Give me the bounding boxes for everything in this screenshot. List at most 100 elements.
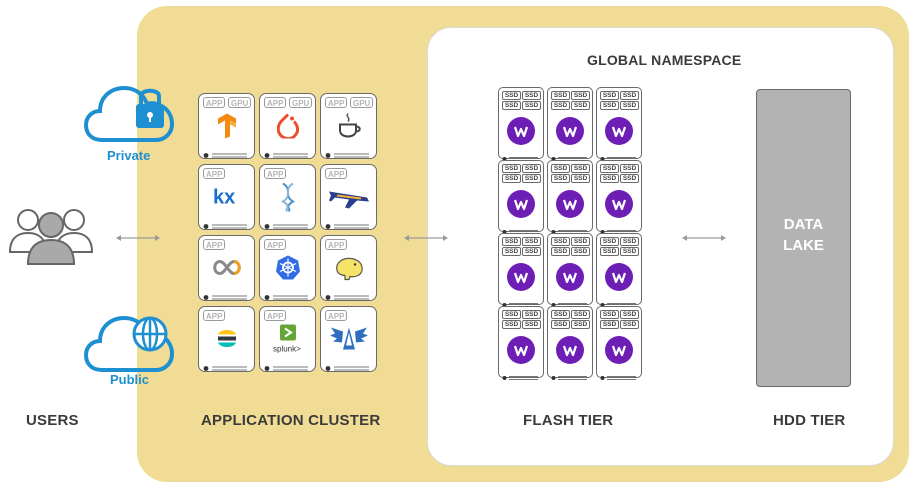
ssd-slot: SSD [551,310,570,319]
server-status-bar [551,368,589,380]
app-tag: APP [264,239,287,250]
gpu-tag: GPU [289,97,313,108]
server-status-bar [203,359,250,371]
ssd-slot: SSD [551,101,570,110]
app-tag: APP [325,168,348,179]
ssd-slot: SSD [620,237,639,246]
ssd-slot: SSD [522,320,541,329]
weka-logo-icon [605,336,633,364]
private-cloud-lock-icon [84,85,174,142]
users-label: USERS [26,412,79,429]
ssd-slot: SSD [551,91,570,100]
kx-logo-icon: kx [212,186,242,213]
users-cluster-arrow [116,235,160,241]
ssd-slot: SSD [571,320,590,329]
server-status-bar [600,222,638,234]
data-lake-line-1: DATA [783,216,824,233]
ssd-slot: SSD [551,320,570,329]
flash-hdd-arrow [682,235,726,241]
server-status-bar [325,217,372,229]
server-status-bar [264,217,311,229]
jet-plane-icon [327,184,371,215]
users-icon [8,209,94,265]
ssd-slot: SSD [600,164,619,173]
ssd-slot: SSD [522,174,541,183]
ssd-slot: SSD [522,91,541,100]
ssd-slot: SSD [522,101,541,110]
server-status-bar [502,368,540,380]
ssd-slot: SSD [502,164,521,173]
ssd-slot: SSD [551,164,570,173]
public-cloud-globe-icon [84,315,174,372]
cluster-flash-arrow [404,235,448,241]
gpu-tag: GPU [350,97,374,108]
ssd-slot: SSD [620,320,639,329]
ssd-slot: SSD [600,237,619,246]
ssd-slot: SSD [571,164,590,173]
app-tag: APP [203,97,226,108]
ssd-slot: SSD [551,174,570,183]
weka-logo-icon [507,336,535,364]
dna-helix-icon [279,182,297,217]
ssd-slot: SSD [620,247,639,256]
ssd-slot: SSD [620,310,639,319]
app-server: APP [320,306,377,372]
server-status-bar [600,295,638,307]
pytorch-icon [276,113,299,144]
server-status-bar [551,295,589,307]
ssd-slot: SSD [522,164,541,173]
global-namespace-title: GLOBAL NAMESPACE [587,52,742,68]
ssd-slot: SSD [551,247,570,256]
ssd-slot: SSD [571,247,590,256]
weka-logo-icon [507,190,535,218]
app-tag: APP [203,310,226,321]
server-status-bar [325,359,372,371]
server-status-bar [551,222,589,234]
ssd-slot: SSD [571,101,590,110]
svg-text:kx: kx [213,187,235,208]
server-status-bar [600,368,638,380]
ssd-slot: SSD [502,101,521,110]
private-cloud-label: Private [107,148,151,163]
app-server: APP [320,164,377,230]
weka-logo-icon [605,117,633,145]
server-status-bar [264,359,311,371]
ssd-slot: SSD [600,174,619,183]
app-server: APP [320,235,377,301]
server-status-bar [502,149,540,161]
ssd-slot: SSD [502,320,521,329]
server-status-bar [502,295,540,307]
ssd-slot: SSD [620,91,639,100]
app-server: APP [259,235,316,301]
hadoop-elephant-icon [333,255,365,286]
public-cloud-label: Public [110,372,150,387]
ssd-slot: SSD [502,174,521,183]
app-server: APP [259,164,316,230]
java-cup-icon [336,112,362,144]
svg-text:splunk>: splunk> [273,345,301,354]
data-lake-line-2: LAKE [783,237,824,254]
ssd-slot: SSD [600,320,619,329]
server-status-bar [325,146,372,158]
app-tag: APP [325,97,348,108]
ssd-slot: SSD [571,91,590,100]
server-status-bar [264,288,311,300]
ssd-slot: SSD [551,237,570,246]
ssd-slot: SSD [502,247,521,256]
weka-logo-icon [556,336,584,364]
gpu-tag: GPU [228,97,252,108]
app-tag: APP [264,97,287,108]
server-status-bar [325,288,372,300]
weka-logo-icon [605,263,633,291]
server-status-bar [502,222,540,234]
